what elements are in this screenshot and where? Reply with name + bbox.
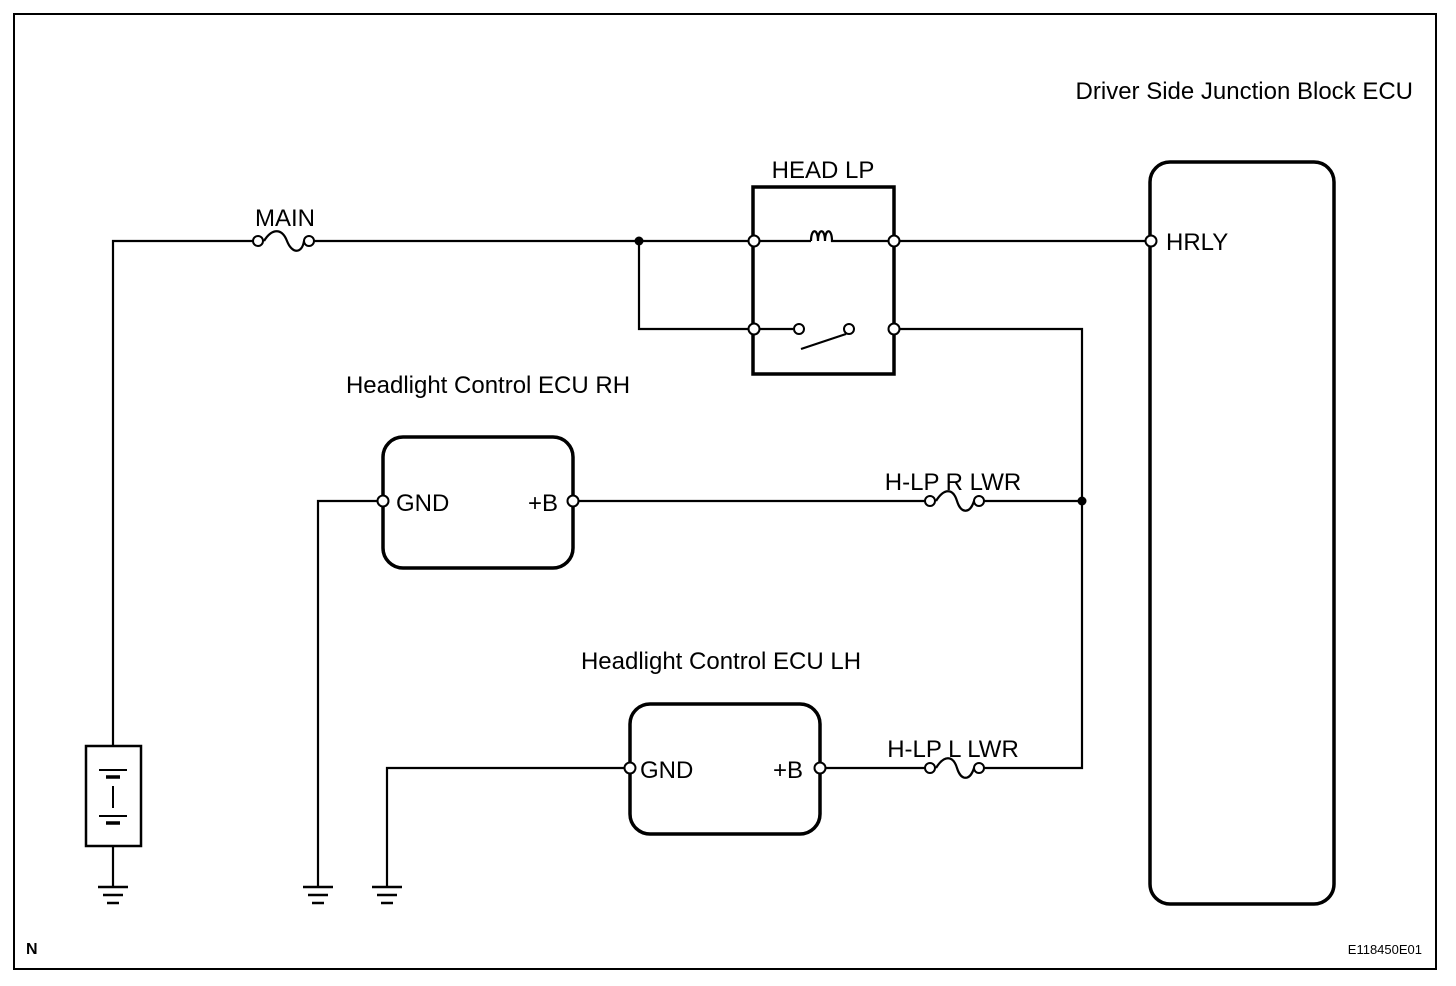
hrly-terminal-label: HRLY bbox=[1166, 229, 1228, 256]
ecu-lh-ground-icon bbox=[372, 885, 402, 905]
ecu-lh-plusb-label: +B bbox=[773, 757, 803, 784]
ecu-rh-gnd-terminal bbox=[376, 494, 390, 508]
relay-switch-feed-wire bbox=[637, 241, 748, 331]
relay-switch-contact-b bbox=[843, 323, 855, 335]
diagram-frame bbox=[13, 13, 1437, 970]
ecu-lh-title: Headlight Control ECU LH bbox=[581, 648, 861, 675]
main-fuse-symbol bbox=[252, 230, 315, 252]
junction-block-ecu-box bbox=[1148, 160, 1336, 906]
corner-mark: N bbox=[26, 941, 38, 958]
ecu-rh-ground-icon bbox=[303, 885, 333, 905]
relay-coil-terminal-out bbox=[887, 234, 901, 248]
head-lp-relay-label: HEAD LP bbox=[772, 157, 875, 184]
head-lp-relay-box bbox=[751, 185, 896, 376]
relay-switch-contact-a bbox=[793, 323, 805, 335]
fuse-lh-symbol bbox=[924, 757, 985, 779]
relay-switch-terminal-out bbox=[887, 322, 901, 336]
fuse-rh-symbol bbox=[924, 490, 985, 512]
ecu-lh-ground-wire bbox=[385, 766, 624, 887]
ecu-lh-plusb-terminal bbox=[813, 761, 827, 775]
battery-ground-icon bbox=[98, 885, 128, 905]
figure-code: E118450E01 bbox=[1348, 942, 1422, 957]
ecu-rh-title: Headlight Control ECU RH bbox=[346, 372, 630, 399]
hrly-terminal bbox=[1144, 234, 1158, 248]
relay-switch-blade bbox=[800, 332, 847, 351]
relay-coil-terminal-in bbox=[747, 234, 761, 248]
ecu-lh-gnd-terminal bbox=[623, 761, 637, 775]
ecu-rh-gnd-label: GND bbox=[396, 490, 449, 517]
fuse-lh-label: H-LP L LWR bbox=[887, 736, 1019, 763]
junction-block-ecu-label: Driver Side Junction Block ECU bbox=[1076, 78, 1413, 105]
fuse-rh-label: H-LP R LWR bbox=[885, 469, 1021, 496]
ecu-lh-gnd-label: GND bbox=[640, 757, 693, 784]
relay-output-wire bbox=[900, 327, 1084, 770]
relay-switch-terminal-in bbox=[747, 322, 761, 336]
battery-positive-wire bbox=[111, 239, 253, 746]
main-fuse-label: MAIN bbox=[255, 205, 315, 232]
battery-symbol bbox=[84, 744, 143, 848]
ecu-rh-plusb-terminal bbox=[566, 494, 580, 508]
ecu-rh-ground-wire bbox=[316, 499, 377, 887]
ecu-rh-plusb-label: +B bbox=[528, 490, 558, 517]
relay-coil-symbol bbox=[809, 230, 838, 243]
